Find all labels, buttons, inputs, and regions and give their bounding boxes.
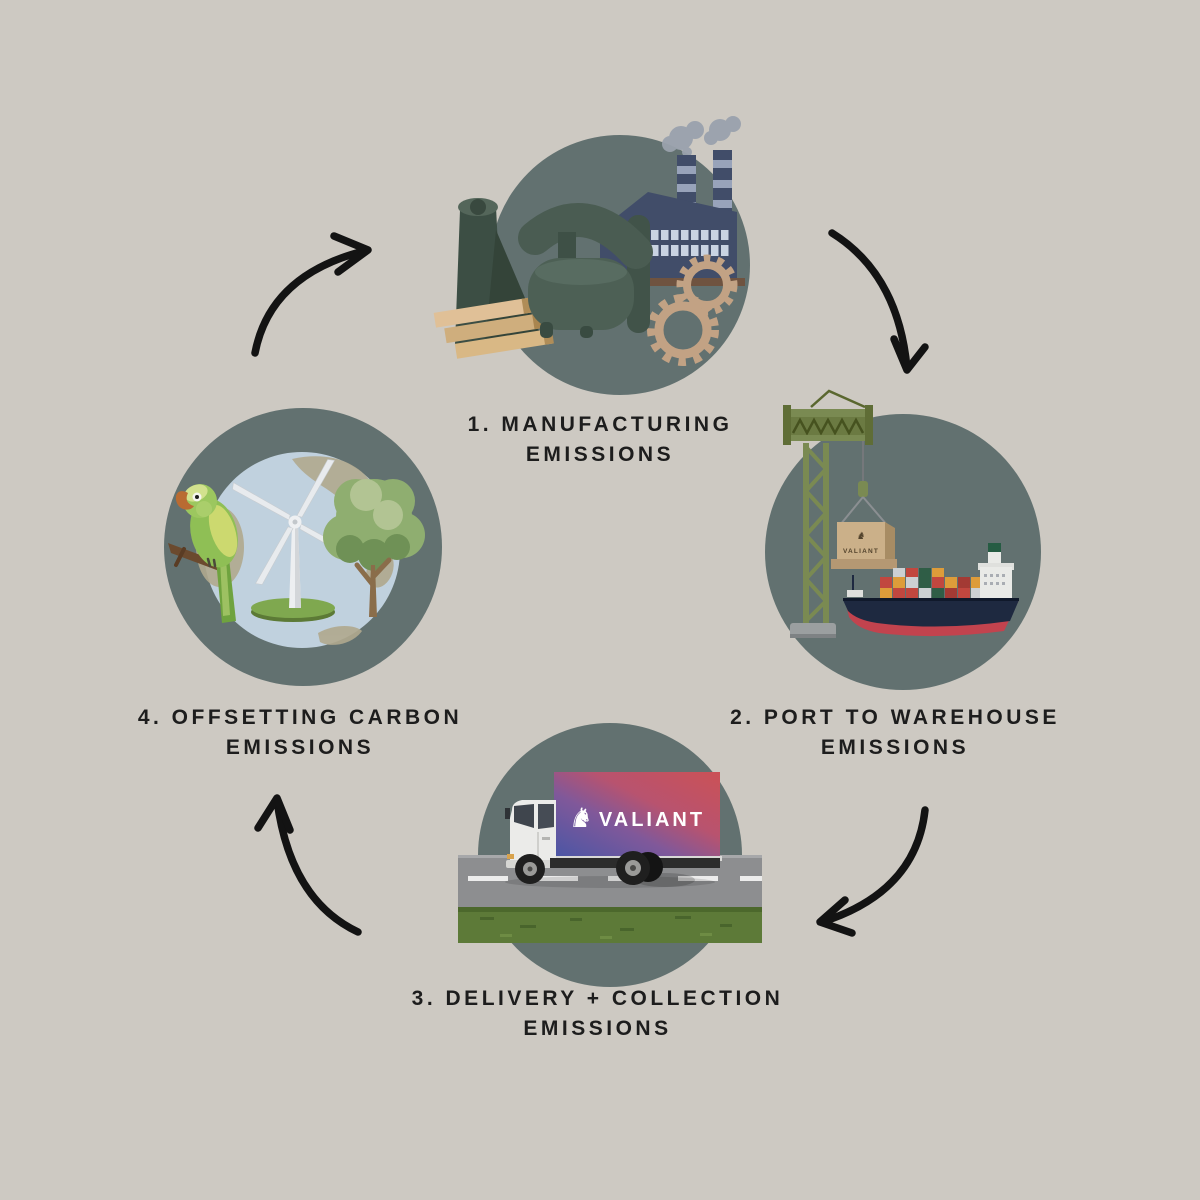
smoke-icon xyxy=(662,116,741,157)
container-ship-icon xyxy=(843,543,1019,637)
step-label-line2: EMISSIONS xyxy=(225,736,375,759)
tower-crane-icon xyxy=(783,389,888,638)
step-label-line2: EMISSIONS xyxy=(820,736,970,759)
crate-logo-text: VALIANT xyxy=(843,548,879,555)
wood-planks-icon xyxy=(433,297,554,359)
step-circle-offsetting xyxy=(164,408,442,686)
tree-icon xyxy=(323,479,425,617)
step-label-line2: EMISSIONS xyxy=(525,443,675,466)
step-label-line1: 2. PORT TO WAREHOUSE xyxy=(730,706,1060,729)
grass xyxy=(458,907,762,943)
factory-icon xyxy=(595,116,745,286)
armchair-icon xyxy=(518,203,653,338)
truck-logo-text: VALIANT xyxy=(599,809,705,831)
step-label-line1: 1. MANUFACTURING xyxy=(467,413,733,436)
truck-horse-logo-icon: ♞ xyxy=(569,803,593,834)
factory-windows xyxy=(651,230,729,256)
truck-wheels xyxy=(515,851,663,885)
arrow-left-to-manufacturing-icon xyxy=(251,232,372,357)
gears-icon xyxy=(647,254,738,366)
step-label-manufacturing: 1. MANUFACTURING EMISSIONS xyxy=(380,410,820,470)
arrow-delivery-to-offsetting-icon xyxy=(254,794,362,936)
step-circle-manufacturing xyxy=(433,116,750,395)
step-circle-delivery: ♞ VALIANT xyxy=(458,723,762,987)
arrow-port-to-delivery-icon xyxy=(816,806,929,937)
truck-box xyxy=(554,772,720,858)
step-label-port: 2. PORT TO WAREHOUSE EMISSIONS xyxy=(695,703,1095,763)
crate-horse-logo-icon: ♞ xyxy=(857,531,866,542)
step-circle-port: ♞ VALIANT xyxy=(765,389,1041,690)
step-label-delivery: 3. DELIVERY + COLLECTION EMISSIONS xyxy=(395,984,800,1044)
delivery-truck-icon: ♞ VALIANT xyxy=(505,772,722,888)
step-label-line2: EMISSIONS xyxy=(523,1017,672,1040)
step-label-line1: 4. OFFSETTING CARBON xyxy=(137,706,463,729)
parrot-icon xyxy=(168,484,238,623)
arrow-manufacturing-to-port-icon xyxy=(828,229,929,374)
step-label-offsetting: 4. OFFSETTING CARBON EMISSIONS xyxy=(100,703,500,763)
step-label-line1: 3. DELIVERY + COLLECTION xyxy=(411,987,784,1010)
cargo-crate-icon: ♞ VALIANT xyxy=(831,522,897,569)
